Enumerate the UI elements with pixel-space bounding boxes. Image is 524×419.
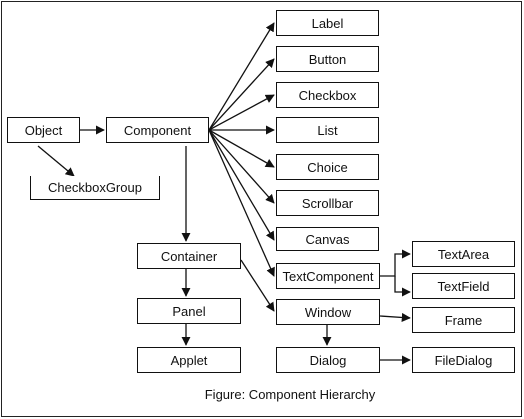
edge-container-window: [240, 259, 275, 312]
edge-component-canvas: [208, 129, 275, 241]
node-choice: Choice: [276, 154, 379, 180]
node-container: Container: [137, 243, 241, 269]
node-checkboxgroup: CheckboxGroup: [30, 176, 160, 200]
node-object: Object: [7, 117, 80, 143]
node-textcomponent: TextComponent: [276, 263, 380, 289]
edge-component-checkbox: [208, 94, 275, 131]
node-frame: Frame: [412, 307, 515, 333]
edge-component-choice: [208, 129, 275, 168]
node-scrollbar: Scrollbar: [276, 190, 379, 216]
node-applet: Applet: [137, 347, 241, 373]
edge-object-checkboxgroup: [37, 145, 75, 177]
edge-component-button: [208, 58, 275, 131]
node-canvas: Canvas: [276, 227, 379, 251]
node-label: Label: [276, 10, 379, 36]
node-component: Component: [106, 117, 209, 143]
node-window: Window: [276, 299, 380, 325]
figure-caption: Figure: Component Hierarchy: [204, 387, 376, 402]
node-button: Button: [276, 46, 379, 72]
edge-component-label: [208, 22, 275, 131]
node-checkbox: Checkbox: [276, 82, 379, 108]
edge-window-frame: [379, 312, 411, 322]
edge-textcomponent-textfield: [394, 276, 411, 297]
node-panel: Panel: [137, 298, 241, 324]
node-dialog: Dialog: [276, 347, 380, 373]
node-list: List: [276, 117, 379, 143]
edge-textcomponent-textarea: [380, 249, 411, 277]
edge-component-textcomponent: [208, 129, 275, 277]
node-textfield: TextField: [412, 273, 515, 299]
node-textarea: TextArea: [412, 241, 515, 267]
edge-component-scrollbar: [208, 129, 275, 204]
node-filedialog: FileDialog: [412, 347, 515, 373]
